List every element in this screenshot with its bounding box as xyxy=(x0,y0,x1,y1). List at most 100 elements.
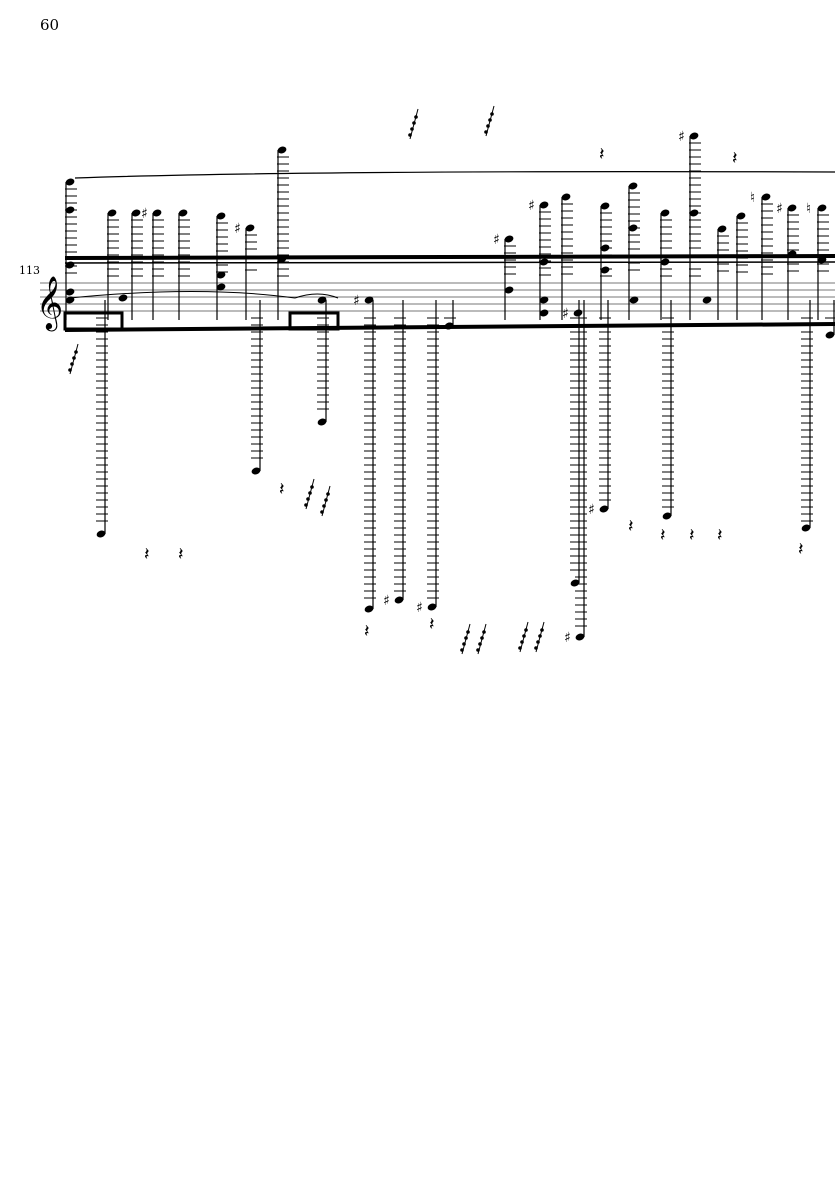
notehead xyxy=(600,202,610,210)
quarter-rest-icon: 𝄽 xyxy=(364,621,370,642)
quarter-rest-icon: 𝄽 xyxy=(599,144,605,165)
grace-stem xyxy=(409,108,419,140)
notehead xyxy=(539,309,549,317)
notehead xyxy=(216,271,226,279)
notehead xyxy=(736,212,746,220)
grace-stem xyxy=(519,621,529,653)
notehead xyxy=(131,209,141,217)
notehead xyxy=(216,283,226,291)
notehead xyxy=(364,296,374,304)
measure-number: 113 xyxy=(19,264,40,277)
notehead xyxy=(65,288,75,296)
sharp-icon: ♯ xyxy=(493,232,500,248)
notehead xyxy=(628,224,638,232)
notehead xyxy=(539,201,549,209)
notehead xyxy=(702,296,712,304)
sharp-icon: ♯ xyxy=(416,600,423,616)
notehead xyxy=(599,505,609,513)
notehead xyxy=(761,193,771,201)
notehead xyxy=(628,182,638,190)
notehead xyxy=(600,266,610,274)
page-number: 60 xyxy=(40,16,60,34)
beam xyxy=(64,261,835,264)
tie xyxy=(69,291,296,299)
sharp-icon: ♯ xyxy=(383,593,390,609)
grace-stem xyxy=(477,623,487,655)
beam xyxy=(64,254,835,260)
quarter-rest-icon: 𝄽 xyxy=(429,614,435,635)
quarter-rest-icon: 𝄽 xyxy=(660,525,666,546)
notehead xyxy=(787,204,797,212)
treble-clef-icon: 𝄞 xyxy=(36,275,63,331)
notehead xyxy=(570,579,580,587)
sharp-icon: ♯ xyxy=(588,502,595,518)
grace-stem xyxy=(461,623,471,655)
quarter-rest-icon: 𝄽 xyxy=(798,539,804,560)
notehead xyxy=(152,209,162,217)
notehead xyxy=(216,212,226,220)
grace-stem xyxy=(535,621,545,653)
natural-icon: ♮ xyxy=(806,201,811,217)
notehead xyxy=(277,255,287,263)
notehead xyxy=(561,193,571,201)
notehead xyxy=(539,258,549,266)
notehead xyxy=(787,250,797,258)
notehead xyxy=(65,206,75,214)
beam-group xyxy=(63,311,124,331)
sharp-icon: ♯ xyxy=(678,129,685,145)
notehead xyxy=(629,296,639,304)
quarter-rest-icon: 𝄽 xyxy=(279,479,285,500)
notehead xyxy=(600,244,610,252)
notehead xyxy=(364,605,374,613)
notehead xyxy=(317,296,327,304)
sharp-icon: ♯ xyxy=(141,206,148,222)
slur xyxy=(74,171,835,179)
quarter-rest-icon: 𝄽 xyxy=(178,544,184,565)
sharp-icon: ♯ xyxy=(776,201,783,217)
notehead xyxy=(444,322,454,330)
notehead xyxy=(717,225,727,233)
grace-stem xyxy=(69,343,79,375)
notehead xyxy=(817,256,827,264)
notehead xyxy=(277,146,287,154)
notehead xyxy=(662,512,672,520)
notehead xyxy=(65,296,75,304)
notehead xyxy=(801,524,811,532)
notehead xyxy=(394,596,404,604)
notehead xyxy=(575,633,585,641)
notehead xyxy=(573,309,583,317)
notehead xyxy=(504,286,514,294)
notehead xyxy=(245,224,255,232)
notehead xyxy=(107,209,117,217)
notehead xyxy=(96,530,106,538)
notehead xyxy=(65,178,75,186)
natural-icon: ♮ xyxy=(750,190,755,206)
grace-stem xyxy=(321,485,331,517)
notehead xyxy=(251,467,261,475)
sharp-icon: ♯ xyxy=(564,630,571,646)
sharp-icon: ♯ xyxy=(353,293,360,309)
quarter-rest-icon: 𝄽 xyxy=(628,516,634,537)
notehead xyxy=(178,209,188,217)
quarter-rest-icon: 𝄽 xyxy=(144,544,150,565)
grace-stem xyxy=(485,105,495,137)
notehead xyxy=(660,209,670,217)
grace-stem xyxy=(305,478,315,510)
notehead xyxy=(689,209,699,217)
notehead xyxy=(317,418,327,426)
notehead xyxy=(65,261,75,269)
sharp-icon: ♯ xyxy=(234,221,241,237)
tie xyxy=(294,293,339,299)
sharp-icon: ♯ xyxy=(562,306,569,322)
quarter-rest-icon: 𝄽 xyxy=(689,525,695,546)
beam-group xyxy=(288,311,340,331)
notehead xyxy=(660,258,670,266)
notehead xyxy=(504,235,514,243)
notehead xyxy=(427,603,437,611)
notehead xyxy=(689,132,699,140)
quarter-rest-icon: 𝄽 xyxy=(732,148,738,169)
sharp-icon: ♯ xyxy=(528,198,535,214)
notehead xyxy=(118,294,128,302)
